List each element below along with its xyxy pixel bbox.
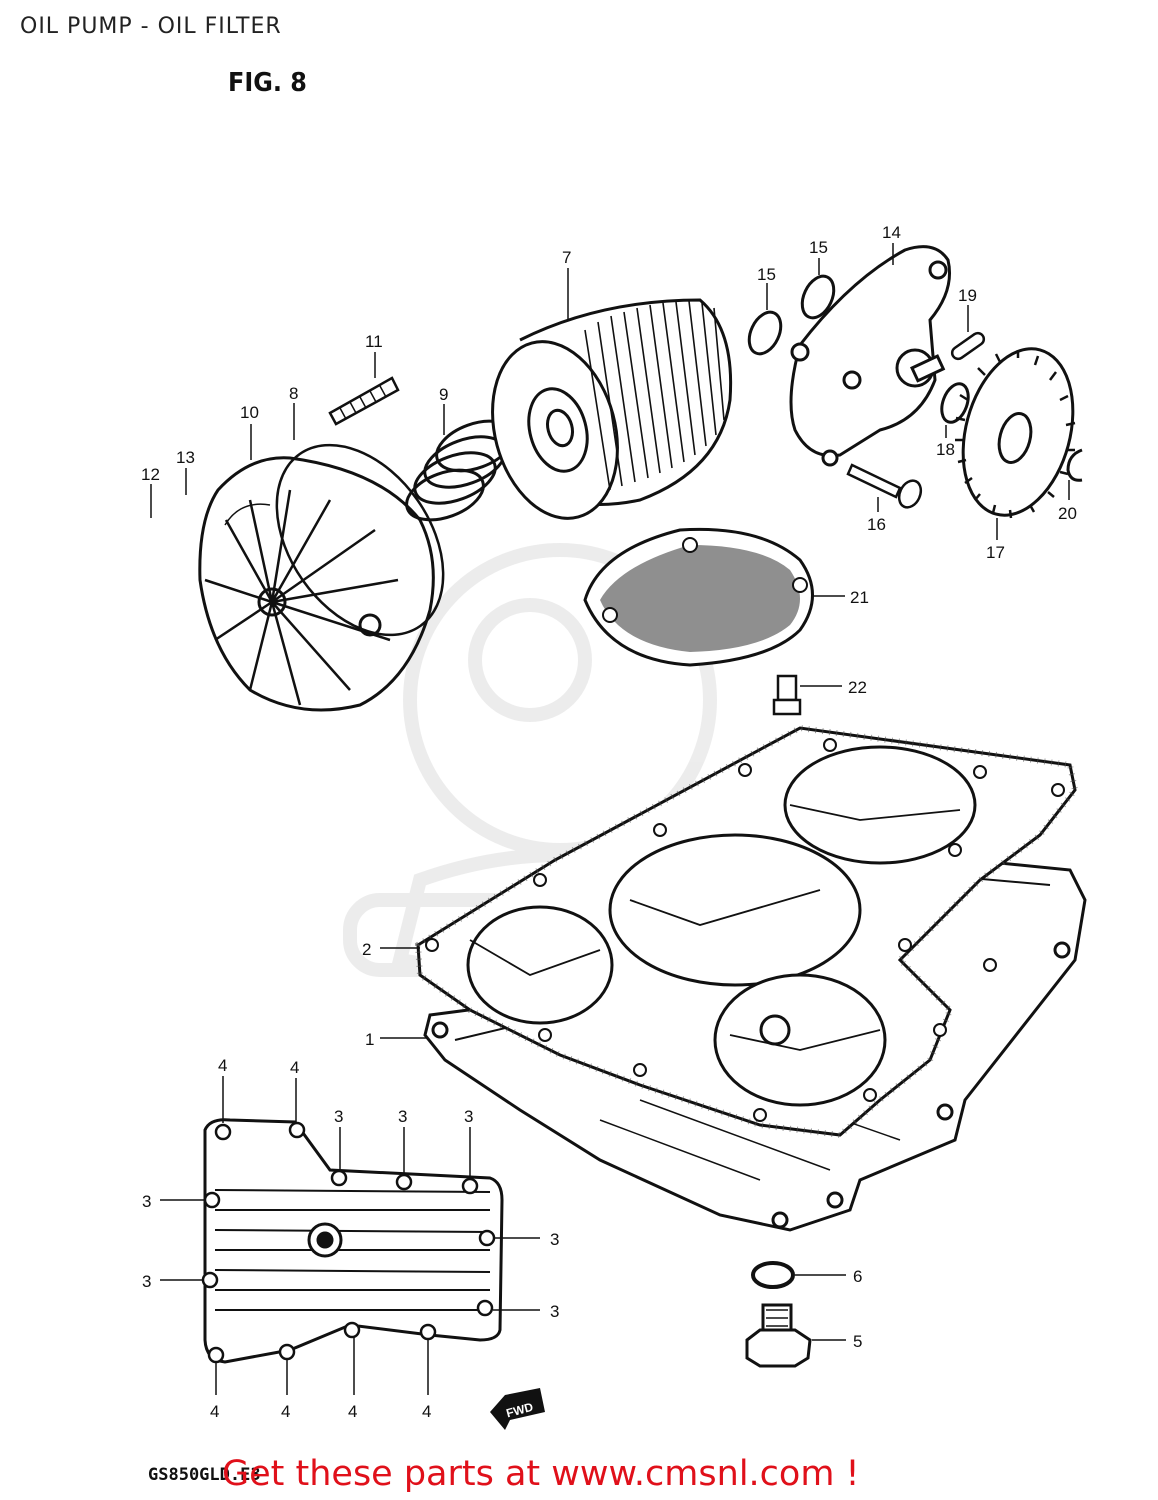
dowel-pin	[950, 331, 986, 361]
svg-text:3: 3	[334, 1107, 343, 1126]
callout-22: 22	[800, 678, 867, 697]
svg-text:5: 5	[853, 1332, 862, 1351]
model-code: GS850GLD.E3	[148, 1465, 261, 1485]
callout-7: 7	[562, 248, 571, 320]
callout-10: 10	[240, 403, 259, 460]
svg-text:20: 20	[1058, 504, 1077, 523]
cap-o-ring	[275, 443, 445, 637]
callout-3f: 3	[142, 1272, 202, 1291]
svg-text:3: 3	[142, 1272, 151, 1291]
circlip	[1066, 448, 1083, 482]
svg-text:12: 12	[141, 465, 160, 484]
thrust-washer	[940, 382, 970, 424]
svg-text:11: 11	[365, 332, 383, 351]
callout-4e: 4	[348, 1337, 357, 1421]
svg-text:7: 7	[562, 248, 571, 267]
callout-3g: 3	[493, 1302, 559, 1321]
oil-sump-cover	[201, 1118, 504, 1364]
callout-4f: 4	[422, 1340, 431, 1421]
page-title: OIL PUMP - OIL FILTER	[20, 14, 282, 39]
callout-2: 2	[362, 940, 420, 959]
svg-text:16: 16	[867, 515, 886, 534]
svg-text:8: 8	[289, 384, 298, 403]
svg-text:10: 10	[240, 403, 259, 422]
figure-label: FIG. 8	[228, 68, 307, 98]
svg-text:3: 3	[464, 1107, 473, 1126]
drain-plug-washer	[751, 1261, 795, 1289]
callout-9: 9	[439, 385, 448, 435]
svg-text:3: 3	[550, 1230, 559, 1249]
callout-1: 1	[365, 1030, 428, 1049]
svg-text:4: 4	[348, 1402, 357, 1421]
callout-6: 6	[795, 1267, 862, 1286]
strainer-bolt	[772, 674, 802, 716]
svg-text:19: 19	[958, 286, 977, 305]
callout-18: 18	[936, 425, 955, 459]
svg-text:22: 22	[848, 678, 867, 697]
svg-text:21: 21	[850, 588, 869, 607]
parts-shop-link[interactable]: Get these parts at www.cmsnl.com !	[222, 1454, 860, 1494]
callout-12: 12	[141, 465, 160, 518]
svg-text:3: 3	[398, 1107, 407, 1126]
callout-4d: 4	[281, 1360, 290, 1421]
oil-filter-cap	[198, 456, 435, 712]
callout-16: 16	[867, 497, 886, 534]
svg-text:14: 14	[882, 223, 901, 242]
callout-21: 21	[812, 588, 869, 607]
oil-pump-body	[789, 245, 952, 467]
callout-labels: 7 15 14 15 19 11 8 9 10 13 12 18 16 20 1…	[141, 223, 1077, 1421]
svg-text:4: 4	[210, 1402, 219, 1421]
callout-4a: 4	[218, 1056, 227, 1123]
callout-15a: 15	[757, 265, 776, 310]
svg-text:15: 15	[809, 238, 828, 257]
callout-3b: 3	[398, 1107, 407, 1174]
pump-o-ring-2	[800, 274, 836, 320]
forward-arrow-icon: FWD	[490, 1388, 545, 1430]
callout-3c: 3	[464, 1107, 473, 1178]
callout-5: 5	[812, 1332, 862, 1351]
callout-20: 20	[1058, 480, 1077, 523]
callout-13: 13	[176, 448, 195, 495]
svg-text:4: 4	[422, 1402, 431, 1421]
stud-bolt	[328, 376, 400, 426]
svg-text:9: 9	[439, 385, 448, 404]
svg-text:4: 4	[290, 1058, 299, 1077]
svg-text:13: 13	[176, 448, 195, 467]
svg-text:18: 18	[936, 440, 955, 459]
pump-o-ring-1	[747, 310, 783, 356]
svg-text:3: 3	[142, 1192, 151, 1211]
callout-3a: 3	[334, 1107, 343, 1170]
callout-17: 17	[986, 518, 1005, 562]
callout-8: 8	[289, 384, 298, 440]
callout-4c: 4	[210, 1362, 219, 1421]
svg-text:4: 4	[281, 1402, 290, 1421]
callout-3d: 3	[142, 1192, 204, 1211]
pump-mounting-screw	[846, 463, 923, 509]
svg-text:3: 3	[550, 1302, 559, 1321]
callout-19: 19	[958, 286, 977, 332]
svg-text:6: 6	[853, 1267, 862, 1286]
svg-text:1: 1	[365, 1030, 374, 1049]
oil-pan-gasket	[414, 724, 1079, 1139]
svg-text:17: 17	[986, 543, 1005, 562]
oil-filter-element	[491, 298, 733, 520]
callout-11: 11	[365, 332, 383, 378]
oil-strainer	[583, 527, 814, 667]
pump-driven-gear	[955, 347, 1076, 519]
svg-text:2: 2	[362, 940, 371, 959]
callout-3e: 3	[495, 1230, 559, 1249]
svg-text:15: 15	[757, 265, 776, 284]
svg-text:4: 4	[218, 1056, 227, 1075]
callout-4b: 4	[290, 1058, 299, 1122]
callout-14: 14	[882, 223, 901, 265]
forward-arrow-label: FWD	[505, 1400, 535, 1421]
callout-15b: 15	[809, 238, 828, 275]
drain-plug	[745, 1303, 812, 1368]
